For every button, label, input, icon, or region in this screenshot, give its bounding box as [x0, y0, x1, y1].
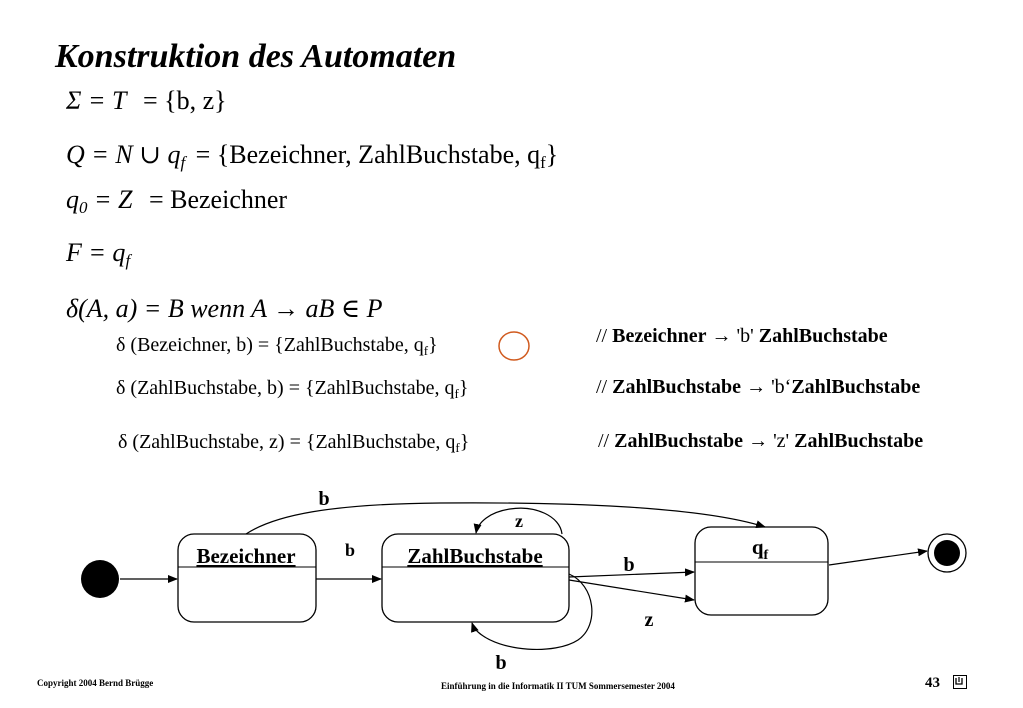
footer-course: Einführung in die Informatik II TUM Somm…	[441, 681, 675, 691]
transition-comment-3: // ZahlBuchstabe → 'z' ZahlBuchstabe	[598, 430, 924, 452]
edge-bez-to-qf	[245, 502, 766, 535]
edge-zahl-self-bottom-label: b	[495, 652, 506, 674]
initial-state	[81, 560, 119, 598]
formula-q0: q0 = Z = Bezeichner	[66, 185, 288, 218]
formula-q0-rhs: = Bezeichner	[148, 185, 288, 214]
edge-zahl-self-top	[473, 507, 563, 535]
formula-sigma: Σ = T = {b, z}	[66, 86, 227, 116]
formula-f-lhs: F = qf	[66, 238, 131, 271]
state-zahlbuchstabe-label: ZahlBuchstabe	[407, 544, 542, 568]
formula-q-rhs: = {Bezeichner, ZahlBuchstabe, qf}	[195, 140, 559, 173]
formula-delta-definition: δ(A, a) = B wenn A → aB ∈ P	[66, 294, 383, 323]
tum-logo-icon	[953, 675, 967, 689]
formula-q-lhs: Q = N ∪ qf	[66, 140, 186, 173]
state-qf-label: qf	[752, 535, 769, 563]
formula-q: Q = N ∪ qf = {Bezeichner, ZahlBuchstabe,…	[66, 140, 559, 173]
transition-comment-1: // Bezeichner → 'b' ZahlBuchstabe	[596, 325, 888, 347]
formula-sigma-rhs: = {b, z}	[142, 86, 227, 115]
qf-to-final-arrow	[828, 548, 928, 566]
transition-delta-2: δ (ZahlBuchstabe, b) = {ZahlBuchstabe, q…	[116, 377, 469, 401]
edge-bez-to-zahl-label: b	[345, 540, 355, 560]
edge-zahl-self-bottom	[471, 573, 593, 650]
transition-delta-3: δ (ZahlBuchstabe, z) = {ZahlBuchstabe, q…	[118, 431, 470, 455]
page-number: 43	[925, 675, 940, 691]
formula-sigma-lhs: Σ = T	[66, 86, 127, 115]
final-state-inner	[934, 540, 960, 566]
state-bezeichner-label: Bezeichner	[196, 544, 295, 568]
edge-zahl-to-qf-z-label: z	[645, 609, 654, 631]
state-zahlbuchstabe	[381, 533, 570, 623]
edge-zahl-to-qf-b-label: b	[623, 554, 634, 576]
transition-comment-2: // ZahlBuchstabe → 'b‘ZahlBuchstabe	[596, 376, 921, 398]
edge-zahl-to-qf-z	[568, 579, 695, 603]
state-diagram: Bezeichner ZahlBuchstabe qf b b z b b z	[81, 488, 967, 674]
formula-f: F = qf	[66, 238, 131, 271]
slide-title: Konstruktion des Automaten	[55, 38, 457, 75]
highlight-ellipse	[498, 331, 530, 361]
edge-bez-to-qf-label: b	[318, 488, 329, 510]
edge-zahl-self-top-label: z	[515, 511, 523, 531]
transition-delta-1: δ (Bezeichner, b) = {ZahlBuchstabe, qf}	[116, 334, 438, 358]
formula-q0-lhs: q0 = Z	[66, 185, 133, 218]
footer-copyright: Copyright 2004 Bernd Brügge	[37, 678, 154, 688]
highlight-circle	[498, 331, 530, 361]
edge-zahl-to-qf-b	[568, 568, 695, 578]
